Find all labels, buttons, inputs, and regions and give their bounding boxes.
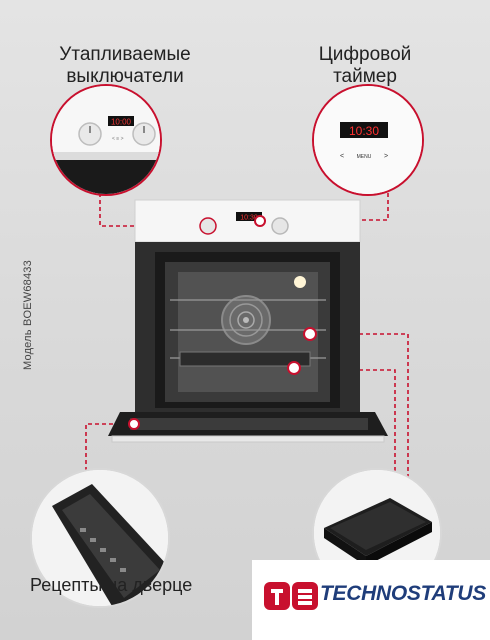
knob-display-text: 10:00 xyxy=(111,118,132,127)
knobs-detail-circle: 10:00 < ≡ > xyxy=(50,84,162,196)
oven-light-icon xyxy=(294,276,306,288)
timer-screen xyxy=(340,122,388,138)
timer-next-icon: > xyxy=(384,153,388,160)
timer-label: Цифровой таймер xyxy=(290,44,440,88)
recipes-detail-circle xyxy=(30,468,170,608)
oven-knob-right-icon xyxy=(271,217,289,235)
oven-panel-display xyxy=(236,212,262,221)
timer-label-line-1: Цифровой xyxy=(318,44,412,65)
knobs-label-line-2: выключатели xyxy=(66,66,184,87)
timer-label-line-2: таймер xyxy=(333,66,397,87)
timer-detail-circle: 10:30 < MENU > xyxy=(312,84,424,196)
recipes-detail-image xyxy=(32,470,168,606)
knobs-label: Утапливаемые выключатели xyxy=(50,44,200,88)
timer-display-text: 10:30 xyxy=(349,124,379,138)
brand-logo-icon xyxy=(264,582,318,610)
timer-menu-label: MENU xyxy=(357,154,372,160)
brand-name: TECHNOSTATUS xyxy=(320,582,486,605)
recipes-label: Рецепты на дверце xyxy=(30,575,193,595)
knob-right-icon xyxy=(132,122,156,146)
knobs-label-line-1: Утапливаемые xyxy=(59,44,191,65)
svg-text:< ≡ >: < ≡ > xyxy=(112,136,124,142)
knob-left-icon xyxy=(78,122,102,146)
oven-panel-display-text: 10:30 xyxy=(240,215,258,222)
timer-detail-image: 10:30 < MENU > xyxy=(314,86,422,194)
brand-block: TECHNOSTATUS xyxy=(252,560,490,640)
oven-tray xyxy=(179,351,311,367)
timer-prev-icon: < xyxy=(340,153,344,160)
oven-knob-left-icon xyxy=(199,217,217,235)
